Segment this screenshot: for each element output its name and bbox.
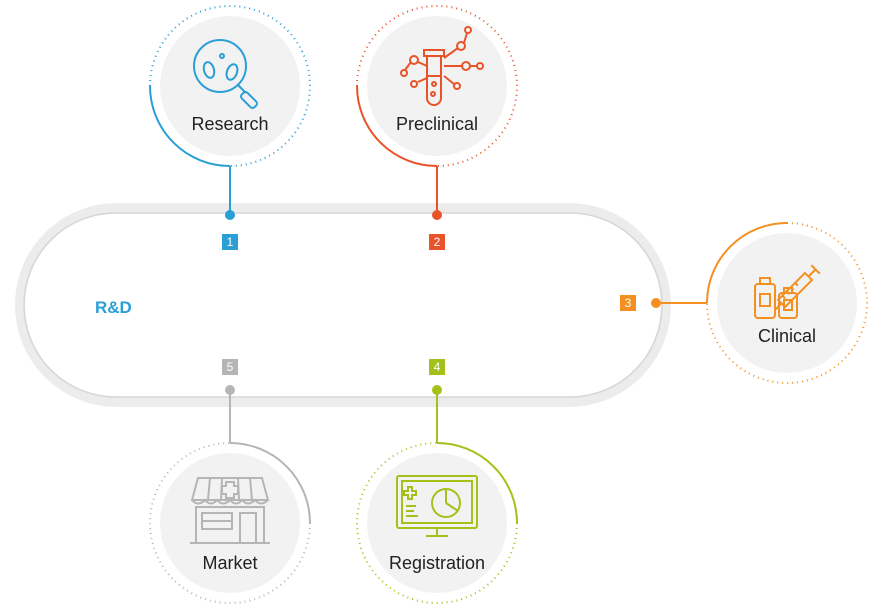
research-node <box>225 210 235 220</box>
stage-badge-4: 4 <box>429 359 445 375</box>
stage-label-clinical: Clinical <box>757 326 817 346</box>
stage-registration <box>356 385 518 604</box>
vials-syringe-icon <box>754 264 821 319</box>
stage-label-registration: Registration <box>388 553 486 573</box>
magnifier-cells-icon <box>193 39 258 109</box>
clinical-solid-arc <box>706 222 788 304</box>
research-circle <box>160 16 300 156</box>
stage-label-market: Market <box>202 553 258 573</box>
market-solid-arc <box>229 442 311 524</box>
stage-market <box>149 385 311 604</box>
clinical-circle <box>717 233 857 373</box>
preclinical-solid-arc <box>356 85 438 167</box>
monitor-chart-icon <box>396 475 478 537</box>
diagram-title: R&D <box>95 298 132 317</box>
stage-badge-3: 3 <box>620 295 636 311</box>
research-solid-arc <box>149 85 231 167</box>
preclinical-node <box>432 210 442 220</box>
preclinical-circle <box>367 16 507 156</box>
clinical-node <box>651 298 661 308</box>
process-track <box>15 203 671 407</box>
stage-badge-1: 1 <box>222 234 238 250</box>
market-node <box>225 385 235 395</box>
stage-badge-2: 2 <box>429 234 445 250</box>
registration-node <box>432 385 442 395</box>
stage-preclinical <box>356 5 518 220</box>
stage-label-research: Research <box>191 114 269 134</box>
test-tube-molecule-icon <box>400 26 484 106</box>
stage-label-preclinical: Preclinical <box>395 114 479 134</box>
stage-clinical <box>651 222 868 384</box>
registration-solid-arc <box>436 442 518 524</box>
pharmacy-store-icon <box>190 477 270 544</box>
stage-research <box>149 5 311 220</box>
stage-badge-5: 5 <box>222 359 238 375</box>
